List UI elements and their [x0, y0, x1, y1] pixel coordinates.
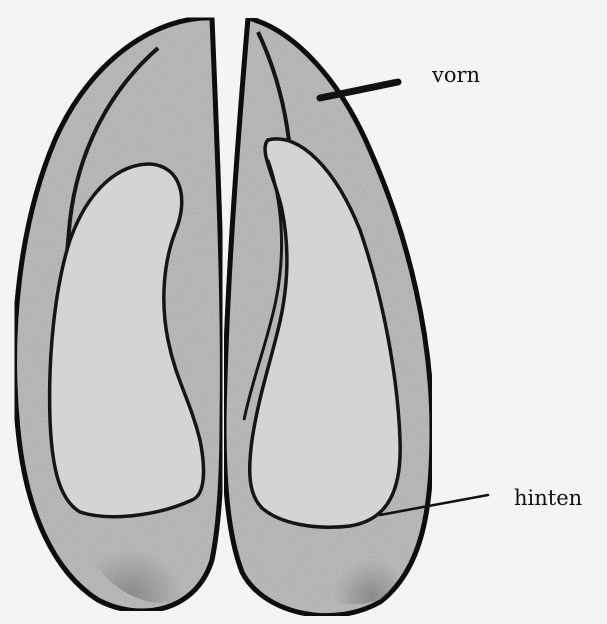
right-claw [224, 18, 432, 616]
hinten-label: hinten [514, 486, 582, 510]
left-claw [15, 18, 223, 611]
vorn-label: vorn [431, 63, 480, 87]
